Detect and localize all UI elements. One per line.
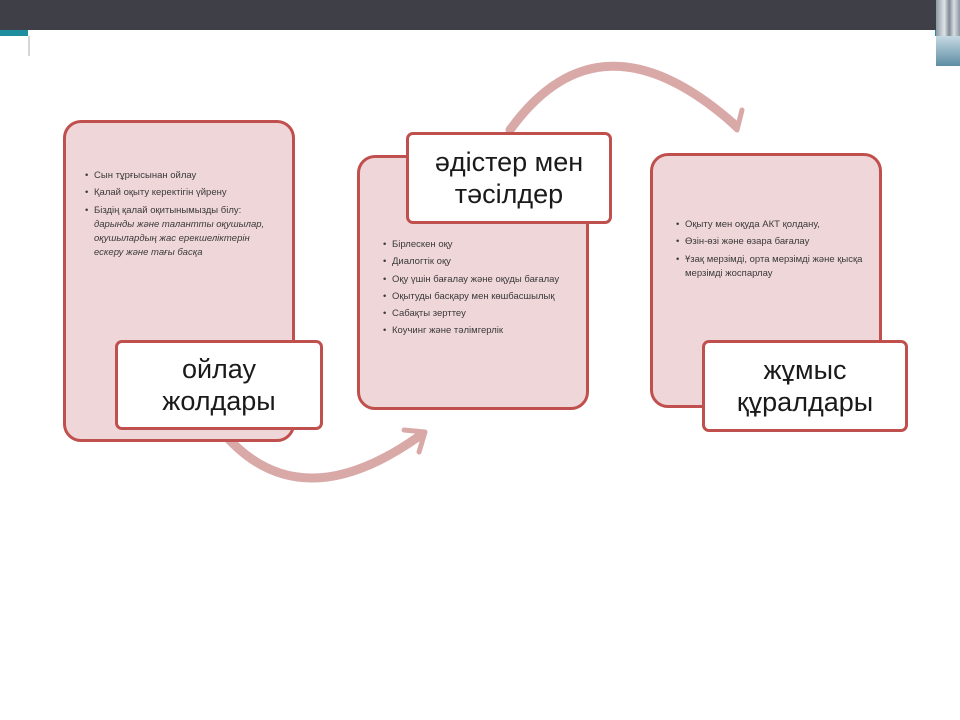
- list-item: Біздің қалай оқитынымызды білу: дарынды …: [85, 204, 276, 261]
- list-item: Сын тұрғысынан ойлау: [85, 169, 276, 184]
- label-line: құралдары: [736, 387, 874, 417]
- list-item: Қалай оқыту керектігін үйрену: [85, 186, 276, 201]
- list-item-emphasis: дарынды және талантты оқушылар, оқушылар…: [94, 218, 265, 259]
- label-line: әдістер мен: [434, 146, 584, 177]
- decorative-edge-gradient: [936, 36, 960, 66]
- curved-arrow-top: [505, 61, 740, 135]
- corner-divider: [28, 36, 30, 56]
- arrowhead-top: [719, 107, 745, 133]
- list-item-text: Біздің қалай оқитынымызды білу:: [94, 204, 242, 216]
- label-line: ойлау: [181, 353, 257, 384]
- label-thinking-ways: ойлау жолдары: [115, 340, 323, 430]
- label-line: жолдары: [162, 386, 276, 416]
- list-item: Өзін-өзі және өзара бағалау: [676, 235, 865, 250]
- list-item: Ұзақ мерзімді, орта мерзімді және қысқа …: [676, 253, 865, 282]
- list-item-text: Қалай оқыту керектігін үйрену: [94, 187, 227, 199]
- accent-stripe-left: [0, 30, 28, 36]
- list-item-text: Сын тұрғысынан ойлау: [94, 170, 197, 181]
- arrowhead-bottom: [401, 427, 428, 455]
- top-title-bar: [0, 0, 960, 30]
- label-line: жұмыс: [763, 354, 847, 385]
- panel-methods-list: Бірлескен оқу Диалогтік оқу Оқу үшін бағ…: [378, 238, 572, 339]
- label-methods: әдістер мен тәсілдер: [406, 132, 612, 224]
- list-item: Коучинг және тәлімгерлік: [383, 324, 572, 339]
- list-item: Оқыту мен оқуда АКТ қолдану,: [676, 218, 865, 233]
- label-work-tools: жұмыс құралдары: [702, 340, 908, 432]
- list-item: Оқытуды басқару мен көшбасшылық: [383, 290, 572, 305]
- list-item: Диалогтік оқу: [383, 255, 572, 270]
- panel-thinking-ways-list: Сын тұрғысынан ойлау Қалай оқыту керекті…: [80, 169, 276, 261]
- list-item: Оқу үшін бағалау және оқуды бағалау: [383, 273, 572, 288]
- label-line: тәсілдер: [454, 179, 564, 209]
- list-item: Бірлескен оқу: [383, 238, 572, 253]
- panel-work-tools-list: Оқыту мен оқуда АКТ қолдану, Өзін-өзі жә…: [671, 218, 865, 281]
- list-item: Сабақты зерттеу: [383, 307, 572, 322]
